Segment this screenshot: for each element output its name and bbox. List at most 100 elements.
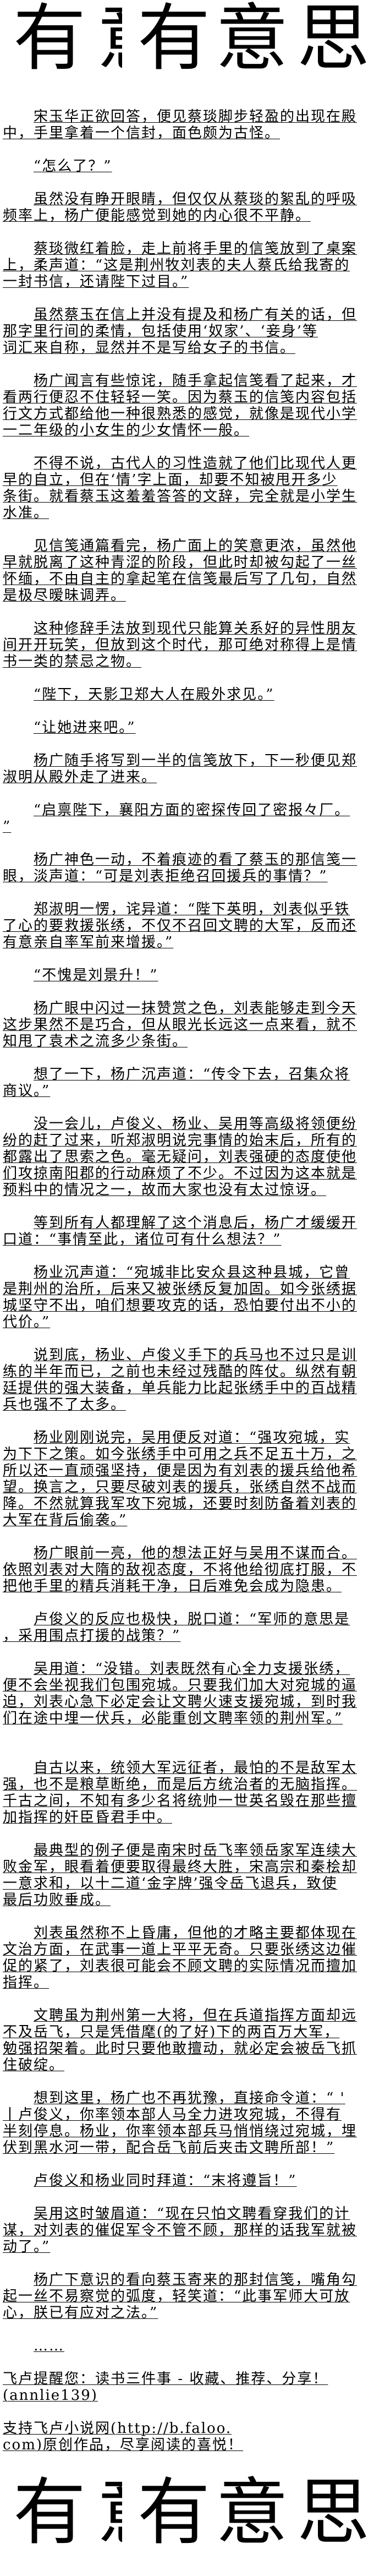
text-line: 口道：“事情至此，诸位可有什么想法？” [3,1231,382,1248]
text-line-content: 这步果然不是巧合，但从眼光长远这一点来看，就不 [3,1017,358,1033]
text-line-content: 商议。” [3,1083,51,1099]
text-line-content: 没一会儿，卢俊义、杨业、吴用等高级将领便纷 [34,1116,358,1132]
paragraph: 杨业沉声道：“宛城非比安众县这种县城，它曾是荆州的治所，后来又被张绣反复加固。如… [3,1264,382,1330]
banner-char: 思 [297,0,370,81]
text-line: 伏到黑水河一带，配合岳飞前后夹击文聘所部！” [3,2140,382,2156]
paragraph: “启禀陛下，襄阳方面的密探传回了密报々厂。” [3,802,382,835]
text-line-content: 杨广下意识的看向蔡玉寄来的那封信笺，嘴角勾 [34,2272,358,2288]
text-line: 住破绽。 [3,2057,382,2073]
text-line-content: 为下下之策。如今张绣手中可用之兵不足五十万，之 [3,1446,358,1462]
banner-char: 意 [216,2470,288,2555]
text-line-content: 杨广闻言有些惊诧，随手拿起信笺看了起来，才 [34,373,358,389]
banner-char: 有 [138,0,210,81]
banner-char: 有 [138,2470,210,2555]
paragraph: 杨广眼中闪过一抹赞赏之色，刘表能够走到今天这步果然不是巧合，但从眼光长远这一点来… [3,1000,382,1050]
footer-banner-image: 有 意 有 意 思 [0,2474,385,2551]
paragraph: 虽然蔡玉在信上并没有提及和杨广有关的话，但那字里行间的柔情，包括使用‘奴家’、‘… [3,307,382,356]
text-line-content: 见信笺通篇看完，杨广面上的笑意更浓，虽然他 [34,538,358,554]
text-line: 杨广随手将写到一半的信笺放下，下一秒便见郑 [3,752,382,769]
text-line: 降。不然就算我军攻下宛城，还要时刻防备着刘表的 [3,1496,382,1512]
text-line: “让她进来吧。” [3,719,382,736]
text-line: 练的半年而已，之前也未经过残酷的阵仗。纵然有朝 [3,1363,382,1380]
paragraph: 郑淑明一愣，诧异道：“陛下英明，刘表似乎铁了心的要救援张绣，不仅不召回文聘的大军… [3,901,382,951]
text-line-content: 动了。” [3,2239,51,2255]
text-line: “不愧是刘景升！” [3,967,382,984]
text-line: 文治方面，在武事一道上平平无奇。只要张绣这边催 [3,1941,382,1958]
text-line-content: …… [34,2338,64,2354]
text-line: 早的自立，但在‘情’字上面，却要不知被甩开多少 [3,472,382,488]
paragraph: 没一会儿，卢俊义、杨业、吴用等高级将领便纷纷的赶了过来，听郑淑明说完事情的始末后… [3,1116,382,1198]
paragraph: 杨广随手将写到一半的信笺放下，下一秒便见郑淑明从殿外走了进来。 [3,752,382,785]
text-line: 那字里行间的柔情，包括使用‘奴家’、‘妾身’等 [3,323,382,340]
text-line-content: 不及岳飞，只是凭借麾(的了好)下的两百万大军， [3,2024,340,2040]
text-line-content: 书一类的禁忌之物。 [3,653,142,670]
paragraph: 宋玉华正欲回答，便见蔡琰脚步轻盈的出现在殿中，手里拿着一个信封，面色颇为古怪。 [3,108,382,141]
text-line: 商议。” [3,1083,382,1099]
text-line: 书一类的禁忌之物。 [3,653,382,670]
text-line: 强，也不是粮草断绝，而是后方统治者的无脑指挥。 [3,1776,382,1793]
text-line-content: 一封书信，还请陛下过目。” [3,274,189,290]
paragraph: 说到底，杨业、卢俊义手下的兵马也不过只是训练的半年而已，之前也未经过残酷的阵仗。… [3,1347,382,1413]
text-line: 淑明从殿外走了进来。 [3,769,382,785]
text-line-content: 谋，对刘表的催促军令不管不顾，那样的话我军就被 [3,2222,358,2239]
text-line: 间开开玩笑，但放到这个时代，那可绝对称得上是情 [3,637,382,653]
text-line-content: “不愧是刘景升！” [34,967,158,984]
text-line-content: 眼，淡声道：“可是刘表拒绝召回援兵的事情？” [3,868,328,885]
text-line-content: 住破绽。 [3,2057,65,2073]
text-line: 是极尽暧昧调弄。 [3,587,382,604]
text-line: 没一会儿，卢俊义、杨业、吴用等高级将领便纷 [3,1116,382,1132]
text-line: 见信笺通篇看完，杨广面上的笑意更浓，虽然他 [3,538,382,554]
text-line-content: 预料中的情况之一，故而大家也没有太过惊讶。 [3,1182,327,1198]
text-line-content: 蔡琰微红着脸，走上前将手里的信笺放到了桌案 [34,241,358,257]
text-line: 望。换言之，只要尽破刘表的援兵，张绣自然不战而 [3,1479,382,1496]
text-line-content: 想到这里，杨广也不再犹豫，直接命令道：“ ' [34,2090,345,2106]
text-line-content: 伏到黑水河一带，配合岳飞前后夹击文聘所部！” [3,2140,335,2156]
text-line-content: 依照刘表对大隋的敌视态度，不将他给彻底打服，不 [3,1562,358,1578]
text-line-content: 是荆州的治所，后来又被张绣反复加固。如今张绣据 [3,1281,358,1297]
text-line: 勉强招架着。此时只要他敢擅动，就必定会被岳飞抓 [3,2040,382,2057]
text-line-content: 败金军，眼看着便要取得最终大胜，宋高宗和秦桧却 [3,1859,358,1875]
text-line: 起一丝不易察觉的弧度，轻笑道：“此事军师大可放 [3,2288,382,2305]
text-line-content: 便不会坐视我们包围宛城。只要我们加大对宛城的逼 [3,1677,358,1694]
text-line-content: 条街。就看蔡玉这羞羞答答的文辞，完全就是小学生 [3,488,358,505]
text-line-content: 知甩了袁术之流多少条街。 [3,1033,188,1050]
text-line: 都露出了思索之色。毫无疑问，刘表强硬的态度使他 [3,1149,382,1165]
text-line: 千古之间，不知有多少名将统帅一世英名毁在那些擅 [3,1793,382,1809]
paragraph: 刘表虽然称不上昏庸，但他的才略主要都体现在文治方面，在武事一道上平平无奇。只要张… [3,1925,382,1991]
text-line-content: ，采用围点打援的战策？” [3,1628,181,1644]
text-line: 指挥。 [3,1974,382,1991]
text-line: 促的紧了，刘表很可能会不顾文聘的实际情况而擅加 [3,1958,382,1974]
text-line: 半刻停息。杨业，你率领本部兵马悄悄绕过宛城，埋 [3,2123,382,2140]
paragraph: 等到所有人都理解了这个消息后，杨广才缓缓开口道：“事情至此，诸位可有什么想法？” [3,1215,382,1248]
text-line-content: 杨广眼前一亮，他的想法正好与吴用不谋而合。 [34,1545,358,1562]
text-line-content: 不得不说，古代人的习性造就了他们比现代人更 [34,455,358,472]
text-line: 自古以来，统领大军远征者，最怕的不是敌军太 [3,1760,382,1776]
site-footer-note: 支持飞卢小说网(http://b.faloo.com)原创作品，尽享阅读的喜悦！ [3,2420,382,2453]
text-line-content: 水准。 [3,505,50,521]
text-line: (annlie139) [3,2387,382,2404]
text-line-content: 飞卢提醒您：读书三件事 - 收藏、推荐、分享！ [3,2371,328,2387]
text-line: 杨广闻言有些惊诧，随手拿起信笺看了起来，才 [3,373,382,389]
text-line: 一封书信，还请陛下过目。” [3,274,382,290]
text-line-content: “怎么了？” [34,158,112,174]
text-line: “启禀陛下，襄阳方面的密探传回了密报々厂。 [3,802,382,818]
text-line: 词汇来自称，显然并不是写给女子的书信。 [3,340,382,356]
text-line: 刘表虽然称不上昏庸，但他的才略主要都体现在 [3,1925,382,1941]
text-line: 们在途中埋一伏兵，必能重创文聘率领的荆州军。” [3,1710,382,1727]
banner-char-clipped: 意 [97,0,122,77]
text-line: 大军在背后偷袭。” [3,1512,382,1529]
text-line-content: 口道：“事情至此，诸位可有什么想法？” [3,1231,282,1248]
text-line-content: 勉强招架着。此时只要他敢擅动，就必定会被岳飞抓 [3,2040,358,2057]
text-line: 水准。 [3,505,382,521]
text-line: 杨广眼前一亮，他的想法正好与吴用不谋而合。 [3,1545,382,1562]
text-line: 不得不说，古代人的习性造就了他们比现代人更 [3,455,382,472]
paragraph: 吴用这时皱眉道：“现在只怕文聘看穿我们的计谋，对刘表的催促军令不管不顾，那样的话… [3,2206,382,2255]
text-line-content: 吴用道：“没错。刘表既然有心全力支援张绣， [34,1661,350,1677]
text-line-content: 最后功败垂成。 [3,1892,111,1908]
text-line: 为下下之策。如今张绣手中可用之兵不足五十万，之 [3,1446,382,1462]
text-line: 丨卢俊义，你率领本部人马全力进攻宛城，不得有 [3,2106,382,2123]
text-line-content: 卢俊义的反应也极快，脱口道：“军师的意思是 [34,1611,350,1628]
text-line: 迫，刘表心急下必定会让文聘火速支援宛城，到时我 [3,1694,382,1710]
text-line: 虽然蔡玉在信上并没有提及和杨广有关的话，但 [3,307,382,323]
text-line: 依照刘表对大隋的敌视态度，不将他给彻底打服，不 [3,1562,382,1578]
